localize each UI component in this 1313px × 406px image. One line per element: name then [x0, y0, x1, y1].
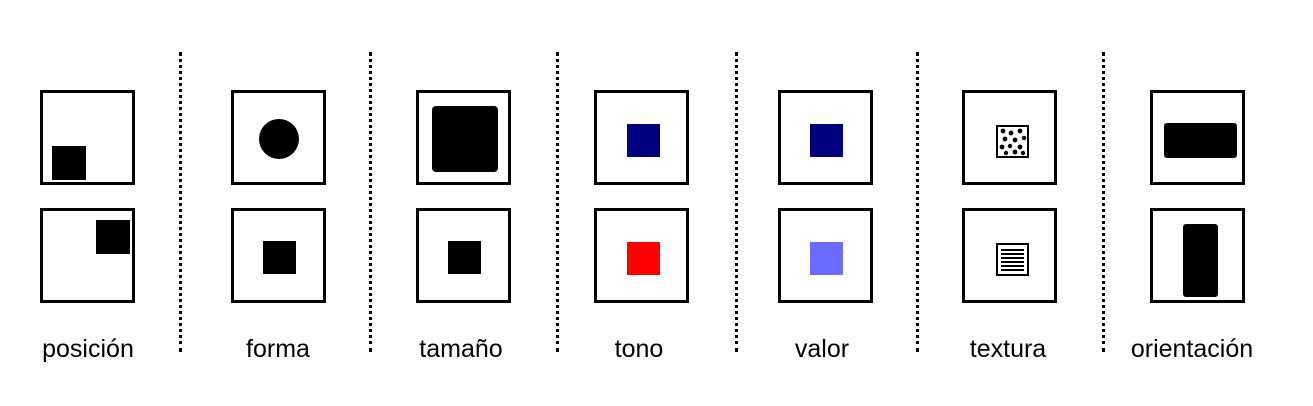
tamano-small-square: [448, 241, 481, 274]
label-textura: textura: [969, 335, 1047, 363]
striped-texture-icon: [996, 243, 1029, 276]
label-valor: valor: [794, 335, 850, 363]
posicion-top-box: [40, 90, 135, 185]
orientacion-bottom-box: [1150, 208, 1245, 303]
valor-top-square: [810, 124, 843, 157]
separator-5: [916, 52, 919, 352]
forma-top-box: [231, 90, 326, 185]
tamano-large-square: [432, 106, 498, 172]
dotted-texture-icon: [996, 125, 1029, 158]
tamano-top-box: [416, 90, 511, 185]
separator-3: [556, 52, 559, 352]
tono-top-square: [627, 124, 660, 157]
textura-top-box: [962, 90, 1057, 185]
label-posicion: posición: [42, 335, 134, 363]
textura-bottom-box: [962, 208, 1057, 303]
orientacion-vertical-bar: [1183, 224, 1218, 297]
posicion-bottom-box: [40, 208, 135, 303]
label-tamano: tamaño: [419, 335, 503, 363]
forma-square: [263, 241, 296, 274]
tono-bottom-box: [594, 208, 689, 303]
label-tono: tono: [614, 335, 664, 363]
posicion-top-square: [52, 146, 86, 180]
label-orientacion: orientación: [1130, 335, 1254, 363]
separator-6: [1102, 52, 1105, 352]
tono-top-box: [594, 90, 689, 185]
separator-2: [369, 52, 372, 352]
forma-bottom-box: [231, 208, 326, 303]
label-forma: forma: [246, 335, 310, 363]
valor-bottom-square: [810, 242, 843, 275]
valor-top-box: [778, 90, 873, 185]
valor-bottom-box: [778, 208, 873, 303]
orientacion-horizontal-bar: [1164, 123, 1237, 158]
separator-4: [735, 52, 738, 352]
orientacion-top-box: [1150, 90, 1245, 185]
separator-1: [179, 52, 182, 352]
forma-circle: [259, 119, 299, 159]
tono-bottom-square: [627, 242, 660, 275]
tamano-bottom-box: [416, 208, 511, 303]
posicion-bottom-square: [96, 220, 130, 254]
